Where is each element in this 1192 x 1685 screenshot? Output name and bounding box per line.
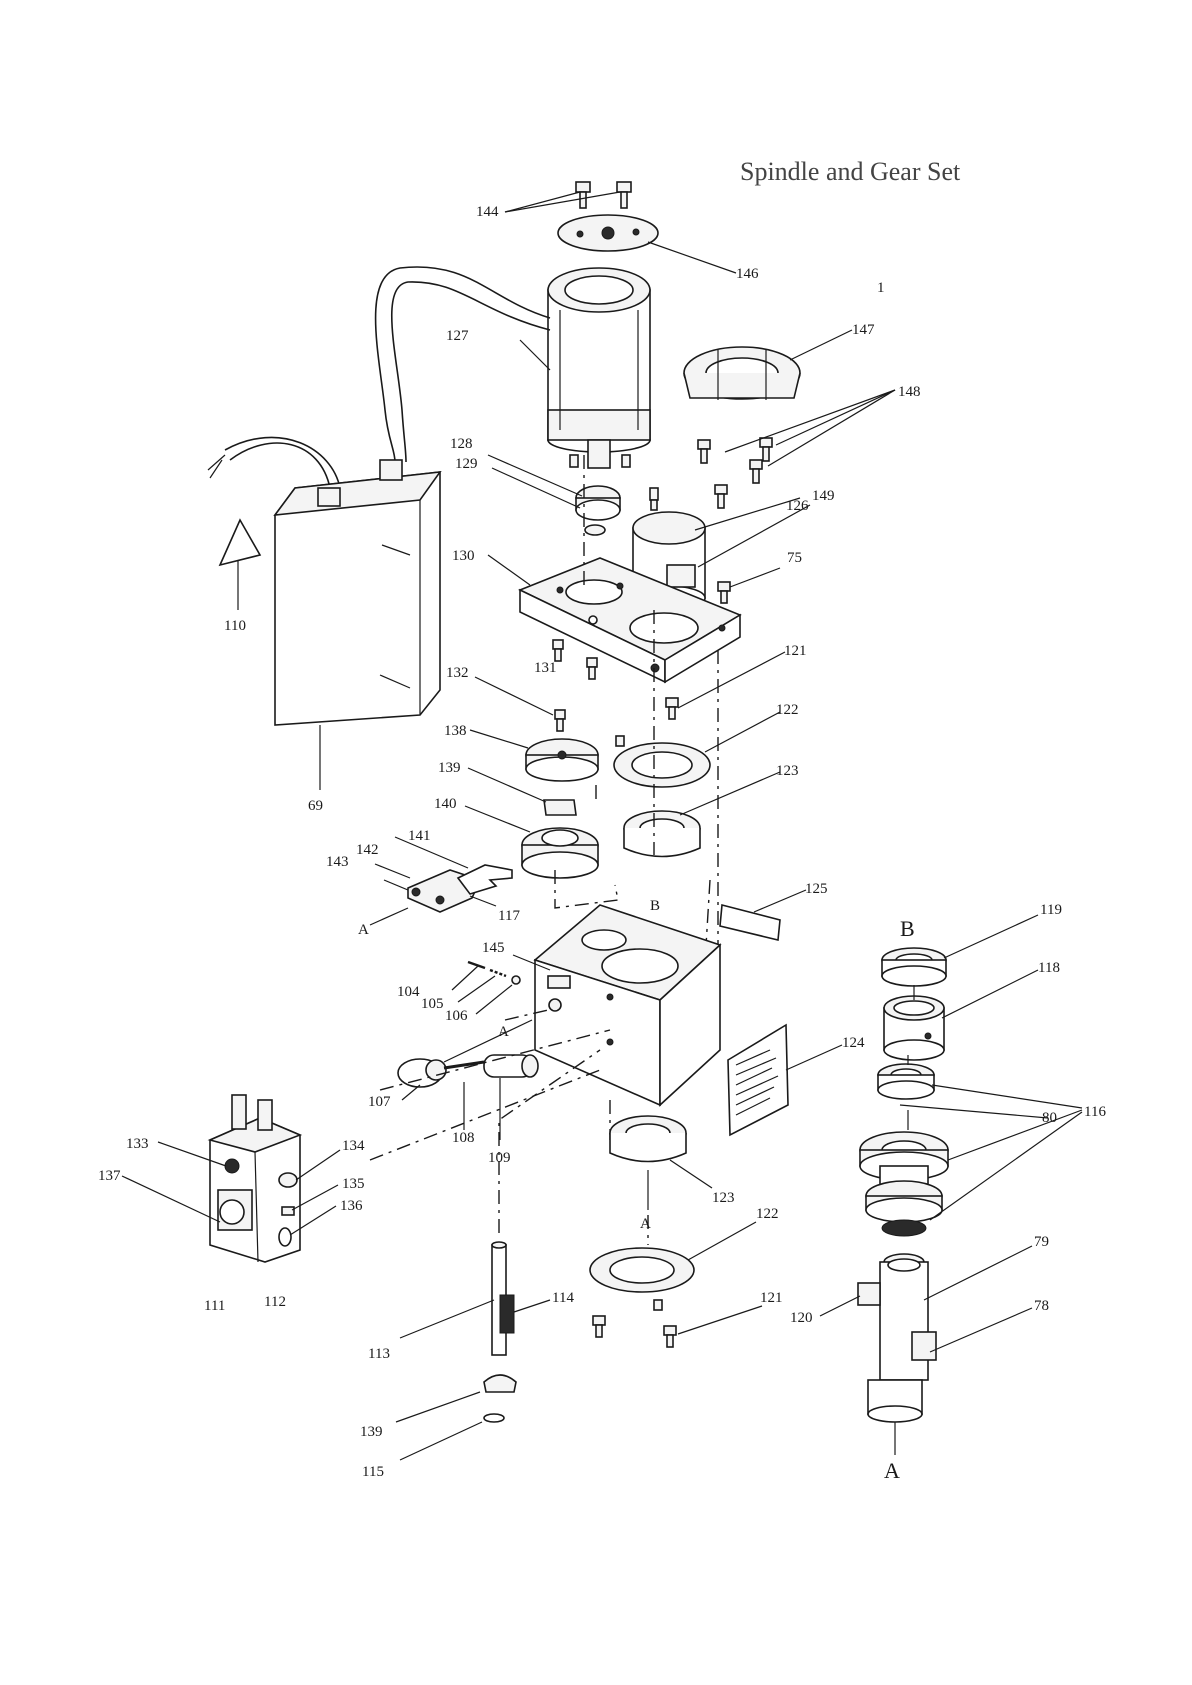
label-110: 110 [224,618,246,634]
label-121-lower: 121 [760,1290,783,1306]
screw-144-right [617,182,631,208]
label-126: 126 [786,498,809,514]
label-122-lower: 122 [756,1206,779,1222]
bearing-housing-123-upper [624,811,700,857]
bearing-116 [878,1064,934,1099]
label-134: 134 [342,1138,365,1154]
quill-79 [858,1254,936,1422]
label-125: 125 [805,881,828,897]
label-124: 124 [842,1035,865,1051]
key-139-lower [484,1375,516,1392]
label-A-spindle: A [884,1458,900,1483]
label-142: 142 [356,842,379,858]
label-119: 119 [1040,902,1062,918]
flange-147 [684,347,800,400]
switch-box-111 [210,1095,300,1262]
warning-label-124 [728,1025,788,1135]
label-131: 131 [534,660,557,676]
label-139-lower: 139 [360,1424,383,1440]
label-69: 69 [308,798,323,814]
label-104: 104 [397,984,420,1000]
shaft-113 [492,1242,514,1355]
label-79: 79 [1034,1234,1049,1250]
control-box-69 [275,460,440,725]
label-114: 114 [552,1290,574,1306]
label-113: 113 [368,1346,390,1362]
label-108: 108 [452,1130,475,1146]
title-fragment: Spindle and Gear Set [740,157,961,186]
bearing-119 [882,948,946,986]
bearing-housing-123-lower [610,1116,686,1162]
label-B-spindle: B [900,916,915,941]
label-121-upper: 121 [784,643,807,659]
label-107: 107 [368,1094,391,1110]
label-109: 109 [488,1150,511,1166]
arrow-indicator-110 [220,520,260,565]
label-127: 127 [446,328,469,344]
label-105: 105 [421,996,444,1012]
label-135: 135 [342,1176,365,1192]
label-145: 145 [482,940,505,956]
label-128: 128 [450,436,473,452]
label-146: 146 [736,266,759,282]
label-78: 78 [1034,1298,1049,1314]
gear-80 [860,1132,948,1236]
label-138: 138 [444,723,467,739]
label-strip-125 [720,905,780,940]
screw-144-left [576,182,590,208]
label-111: 111 [204,1298,225,1314]
label-141: 141 [408,828,431,844]
label-130: 130 [452,548,475,564]
power-hose [376,267,550,462]
label-A-fork: A [358,922,369,938]
label-147: 147 [852,322,875,338]
label-132: 132 [446,665,469,681]
label-118: 118 [1038,960,1060,976]
label-plate-145 [548,976,570,988]
bracket-122-lower [590,1248,694,1310]
label-149: 149 [812,488,835,504]
label-144: 144 [476,204,499,220]
label-120: 120 [790,1310,813,1326]
fork-bracket-141 [408,865,512,912]
label-106: 106 [445,1008,468,1024]
key-120 [858,1283,880,1305]
label-140: 140 [434,796,457,812]
motor-127 [548,268,650,468]
pinion-gear-128 [576,486,620,520]
label-148: 148 [898,384,921,400]
washer-115 [484,1414,504,1422]
label-143: 143 [326,854,349,870]
label-137: 137 [98,1168,121,1184]
label-123-upper: 123 [776,763,799,779]
label-129: 129 [455,456,478,472]
washer-129 [585,525,605,535]
sleeve-118 [884,996,944,1060]
label-123-lower: 123 [712,1190,735,1206]
handle-107 [398,1059,446,1087]
key-139-upper [544,800,576,815]
label-112: 112 [264,1294,286,1310]
bracket-122-upper [614,736,710,787]
gearbox-housing [535,905,720,1105]
label-75: 75 [787,550,802,566]
label-136: 136 [340,1198,363,1214]
gear-138 [526,739,598,781]
page-mark: 1 [877,280,885,296]
gear-140 [522,828,598,878]
label-115: 115 [362,1464,384,1480]
label-122-upper: 122 [776,702,799,718]
handle-knob-109 [484,1055,538,1077]
label-B-housing: B [650,898,660,914]
key-78 [912,1332,936,1360]
label-117: 117 [498,908,520,924]
label-133: 133 [126,1136,149,1152]
label-139-upper: 139 [438,760,461,776]
label-80: 80 [1042,1110,1057,1126]
label-116: 116 [1084,1104,1106,1120]
label-A-lower: A [640,1216,651,1232]
label-A-housing: A [498,1024,509,1040]
